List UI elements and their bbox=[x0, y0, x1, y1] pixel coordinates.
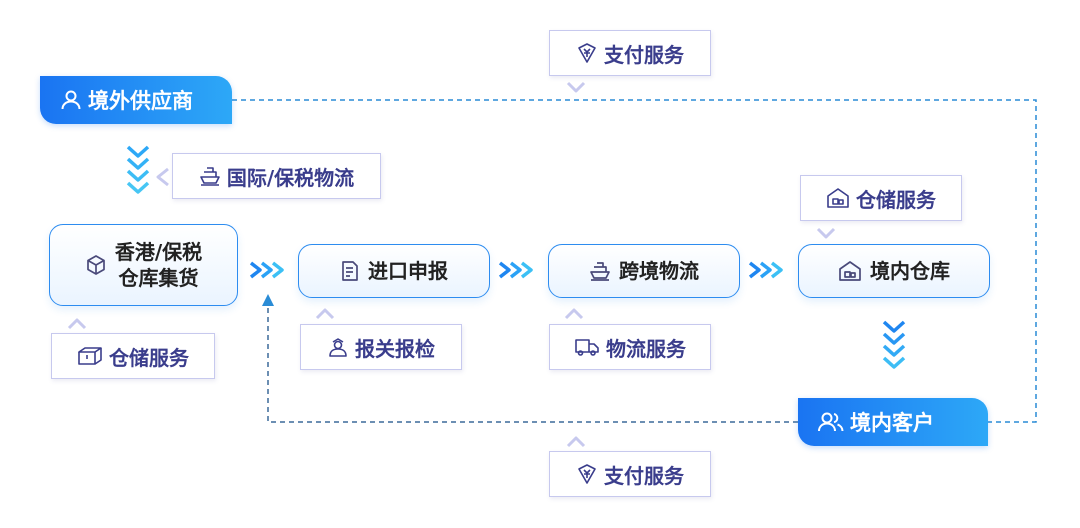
service-warehousing-bottom: 仓储服务 bbox=[51, 333, 215, 379]
stage-label-line2: 仓库集货 bbox=[118, 266, 199, 290]
stage-domestic-warehouse: 境内仓库 bbox=[798, 244, 990, 298]
person-icon bbox=[61, 90, 81, 110]
box-icon bbox=[78, 347, 102, 365]
service-customs-inspection: 报关报检 bbox=[300, 324, 462, 370]
chevron-down-icon bbox=[566, 81, 586, 93]
payment-arrow-up bbox=[262, 294, 274, 306]
yuan-shield-icon bbox=[578, 464, 596, 484]
service-label: 报关报检 bbox=[355, 336, 435, 361]
chevron-right-icon bbox=[249, 261, 284, 279]
service-label: 支付服务 bbox=[604, 42, 684, 67]
users-icon bbox=[818, 412, 844, 432]
service-label: 国际/保税物流 bbox=[226, 165, 355, 190]
officer-icon bbox=[329, 338, 347, 357]
chevron-right-icon bbox=[498, 261, 533, 279]
document-icon bbox=[342, 261, 358, 281]
service-label: 物流服务 bbox=[606, 336, 686, 361]
service-warehousing-top: 仓储服务 bbox=[800, 175, 962, 221]
chevron-left-icon bbox=[156, 167, 169, 187]
service-international-logistics: 国际/保税物流 bbox=[172, 153, 381, 199]
ship-icon bbox=[590, 262, 610, 281]
domestic-customer-node: 境内客户 bbox=[798, 398, 988, 446]
chevron-up-icon bbox=[566, 436, 586, 448]
warehouse-icon bbox=[827, 188, 849, 208]
overseas-supplier-label: 境外供应商 bbox=[88, 89, 193, 113]
box-icon bbox=[86, 255, 105, 275]
stage-label-line1: 香港/保税 bbox=[114, 240, 203, 264]
stage-label: 进口申报 bbox=[368, 259, 448, 283]
warehouse-icon bbox=[839, 261, 861, 281]
payment-flow-top-line bbox=[232, 99, 1037, 423]
stage-import-declaration: 进口申报 bbox=[298, 244, 490, 298]
service-payment-bottom: 支付服务 bbox=[549, 451, 711, 497]
overseas-supplier-node: 境外供应商 bbox=[40, 76, 232, 124]
service-label: 仓储服务 bbox=[109, 345, 189, 370]
service-label: 支付服务 bbox=[604, 463, 684, 488]
stage-hk-bonded-warehouse: 香港/保税 仓库集货 bbox=[49, 224, 238, 306]
service-payment-top: 支付服务 bbox=[549, 30, 711, 76]
stage-label: 境内仓库 bbox=[870, 259, 950, 283]
truck-icon bbox=[575, 339, 599, 356]
yuan-shield-icon bbox=[578, 43, 596, 63]
chevron-down-icon bbox=[882, 320, 906, 369]
service-label: 仓储服务 bbox=[856, 187, 936, 212]
chevron-up-icon bbox=[67, 318, 87, 330]
service-logistics: 物流服务 bbox=[549, 324, 711, 370]
stage-label: 跨境物流 bbox=[619, 259, 699, 283]
chevron-up-icon bbox=[315, 308, 335, 320]
stage-cross-border-logistics: 跨境物流 bbox=[548, 244, 740, 298]
ship-icon bbox=[200, 167, 220, 186]
chevron-up-icon bbox=[564, 308, 584, 320]
chevron-down-icon bbox=[126, 145, 150, 194]
chevron-right-icon bbox=[748, 261, 783, 279]
domestic-customer-label: 境内客户 bbox=[850, 411, 934, 435]
chevron-down-icon bbox=[816, 227, 836, 239]
